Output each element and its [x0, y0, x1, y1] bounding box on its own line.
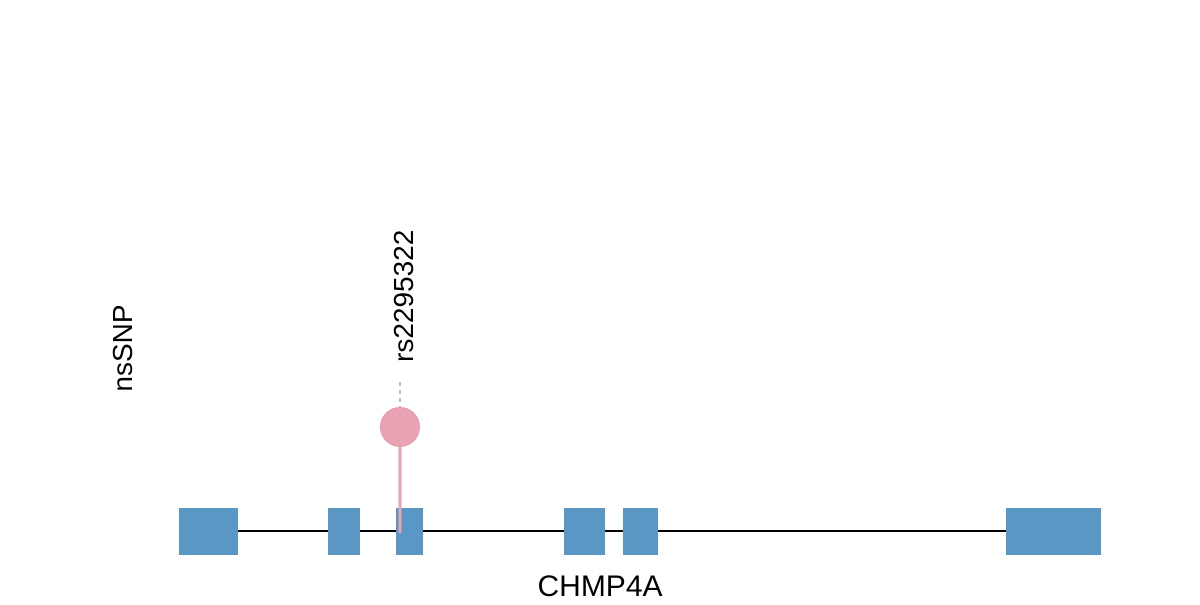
exons	[179, 508, 1101, 555]
exon	[1006, 508, 1101, 555]
snps: rs2295322	[380, 230, 420, 533]
gene-name: CHMP4A	[537, 570, 662, 600]
exon	[179, 508, 238, 555]
exon	[623, 508, 658, 555]
snp-marker[interactable]	[380, 407, 420, 447]
snp-label: rs2295322	[388, 230, 419, 362]
exon	[564, 508, 605, 555]
exon	[328, 508, 360, 555]
track-label: nsSNP	[107, 304, 138, 391]
